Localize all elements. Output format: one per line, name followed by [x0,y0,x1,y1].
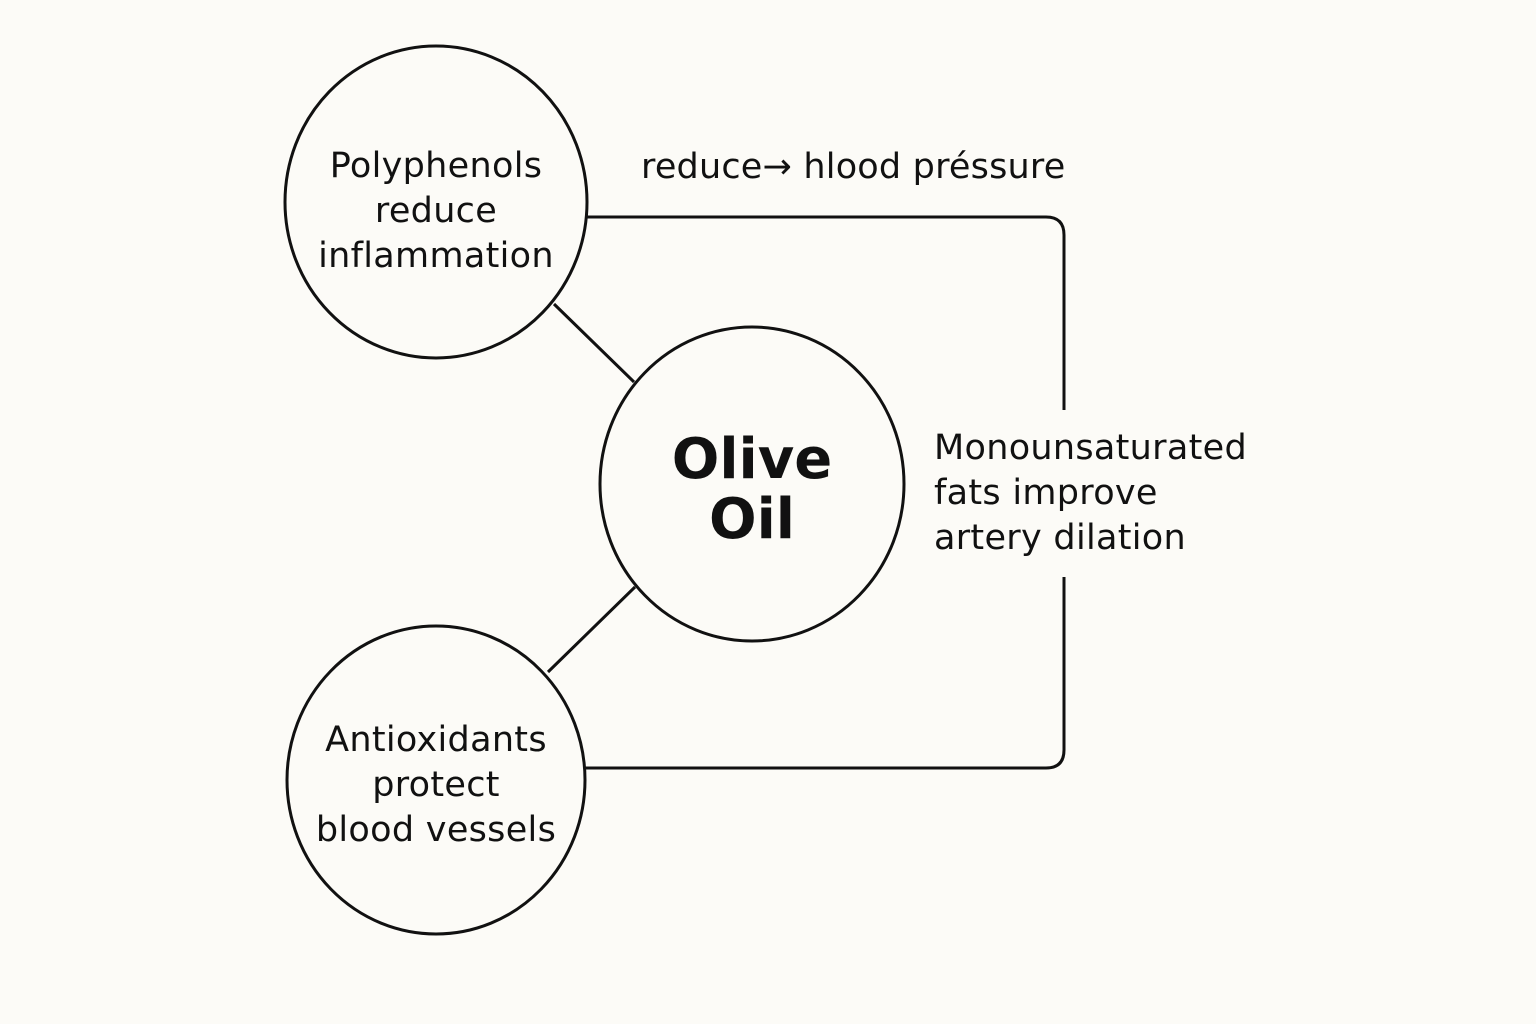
olive-oil-node-circle [598,325,906,643]
bracket-connector-lower [585,577,1066,770]
polyphenols-node-circle [283,44,589,360]
antioxidants-label-line-3: blood vessels [315,810,557,850]
connector-bottom-to-center [546,585,637,674]
antioxidants-node-label: Antioxidants protect blood vessels [286,718,586,853]
antioxidants-label-line-1: Antioxidants [325,720,547,760]
polyphenols-label-line-1: Polyphenols [329,146,543,186]
olive-oil-label-line-1: Olive [671,427,833,492]
monounsaturated-text-line-1: Monounsaturated [934,428,1247,468]
polyphenols-label-line-2: reduce [374,191,498,231]
polyphenols-node-label: Polyphenols reduce inflammation [286,144,586,279]
olive-oil-label-line-2: Oil [709,487,795,552]
antioxidants-label-line-2: protect [372,765,500,805]
antioxidants-node-circle [285,624,587,936]
monounsaturated-text-line-3: artery dilation [934,518,1186,558]
blood-pressure-label: reduce→ hlood préssure [641,147,1066,187]
olive-oil-node-label: Olive Oil [602,430,902,550]
monounsaturated-text-line-2: fats improve [934,473,1158,513]
polyphenols-label-line-3: inflammation [318,236,554,276]
connector-top-to-center [552,302,636,384]
monounsaturated-fats-text: Monounsaturated fats improve artery dila… [934,426,1247,561]
bracket-connector-upper [587,215,1066,410]
